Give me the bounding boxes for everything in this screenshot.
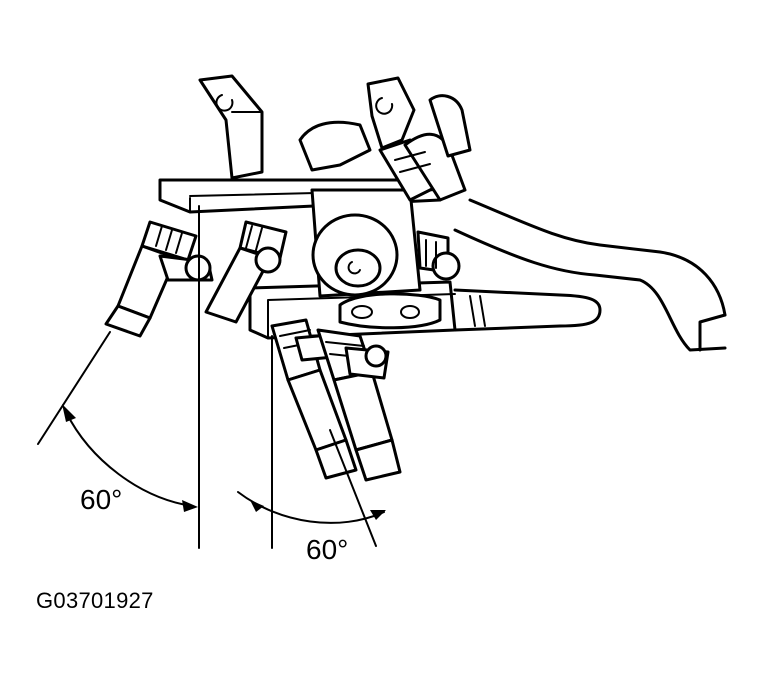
fuel-injector-lower-right bbox=[316, 328, 402, 482]
angle-arc-right bbox=[237, 491, 386, 524]
fuel-hose-upper bbox=[453, 198, 727, 352]
mounting-bracket-left bbox=[198, 74, 264, 180]
angle-arc-left bbox=[62, 404, 198, 512]
fuel-hose-lower bbox=[453, 288, 602, 332]
fuel-injector-second bbox=[204, 220, 288, 324]
mounting-bracket-right bbox=[366, 76, 416, 150]
angle-label-right: 60° bbox=[306, 534, 349, 565]
angle-label-left: 60° bbox=[80, 484, 123, 515]
hose-quick-connect bbox=[378, 94, 472, 202]
fuel-injector-third bbox=[416, 230, 461, 281]
pressure-regulator bbox=[298, 120, 442, 330]
figure-id: G03701927 bbox=[36, 588, 154, 613]
injector-axis-left bbox=[37, 331, 111, 445]
injector-axis-right bbox=[329, 429, 377, 547]
fuel-injector-left bbox=[104, 220, 214, 338]
